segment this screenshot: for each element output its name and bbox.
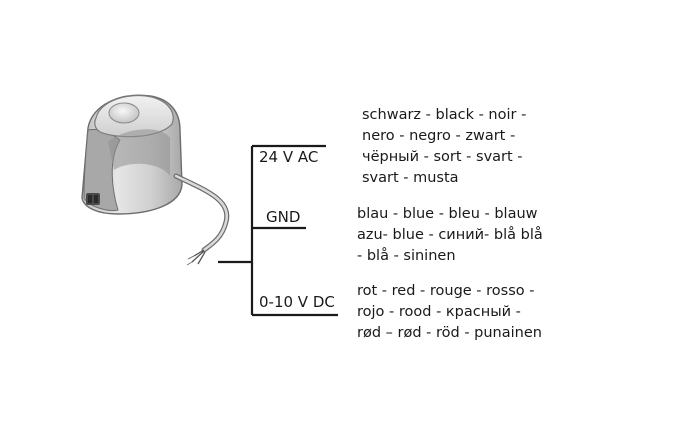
color-list-0-10vdc: rot - red - rouge - rosso - rojo - rood … (357, 281, 542, 344)
color-line: чёрный - sort - svart - (362, 149, 523, 165)
color-line: rot - red - rouge - rosso - (357, 283, 535, 299)
color-line: nero - negro - zwart - (362, 128, 516, 144)
color-line: schwarz - black - noir - (362, 107, 527, 123)
cable-icon (173, 173, 230, 266)
wire-label-gnd: GND (266, 208, 301, 226)
color-list-gnd: blau - blue - bleu - blauw azu- blue - с… (357, 204, 543, 267)
color-list-24vac: schwarz - black - noir - nero - negro - … (362, 105, 526, 189)
color-line: - blå - sininen (357, 248, 456, 264)
color-line: rojo - rood - красный - (357, 304, 521, 320)
color-line: azu- blue - синий- blå blå (357, 227, 543, 243)
color-line: svart - musta (362, 170, 459, 186)
wire-label-24vac: 24 V AC (259, 148, 319, 166)
actuator-device-icon (81, 94, 183, 215)
color-line: blau - blue - bleu - blauw (357, 206, 538, 222)
color-line: rød – rød - röd - punainen (357, 325, 542, 341)
wiring-lines (218, 144, 338, 317)
wire-label-0-10vdc: 0-10 V DC (259, 293, 335, 311)
